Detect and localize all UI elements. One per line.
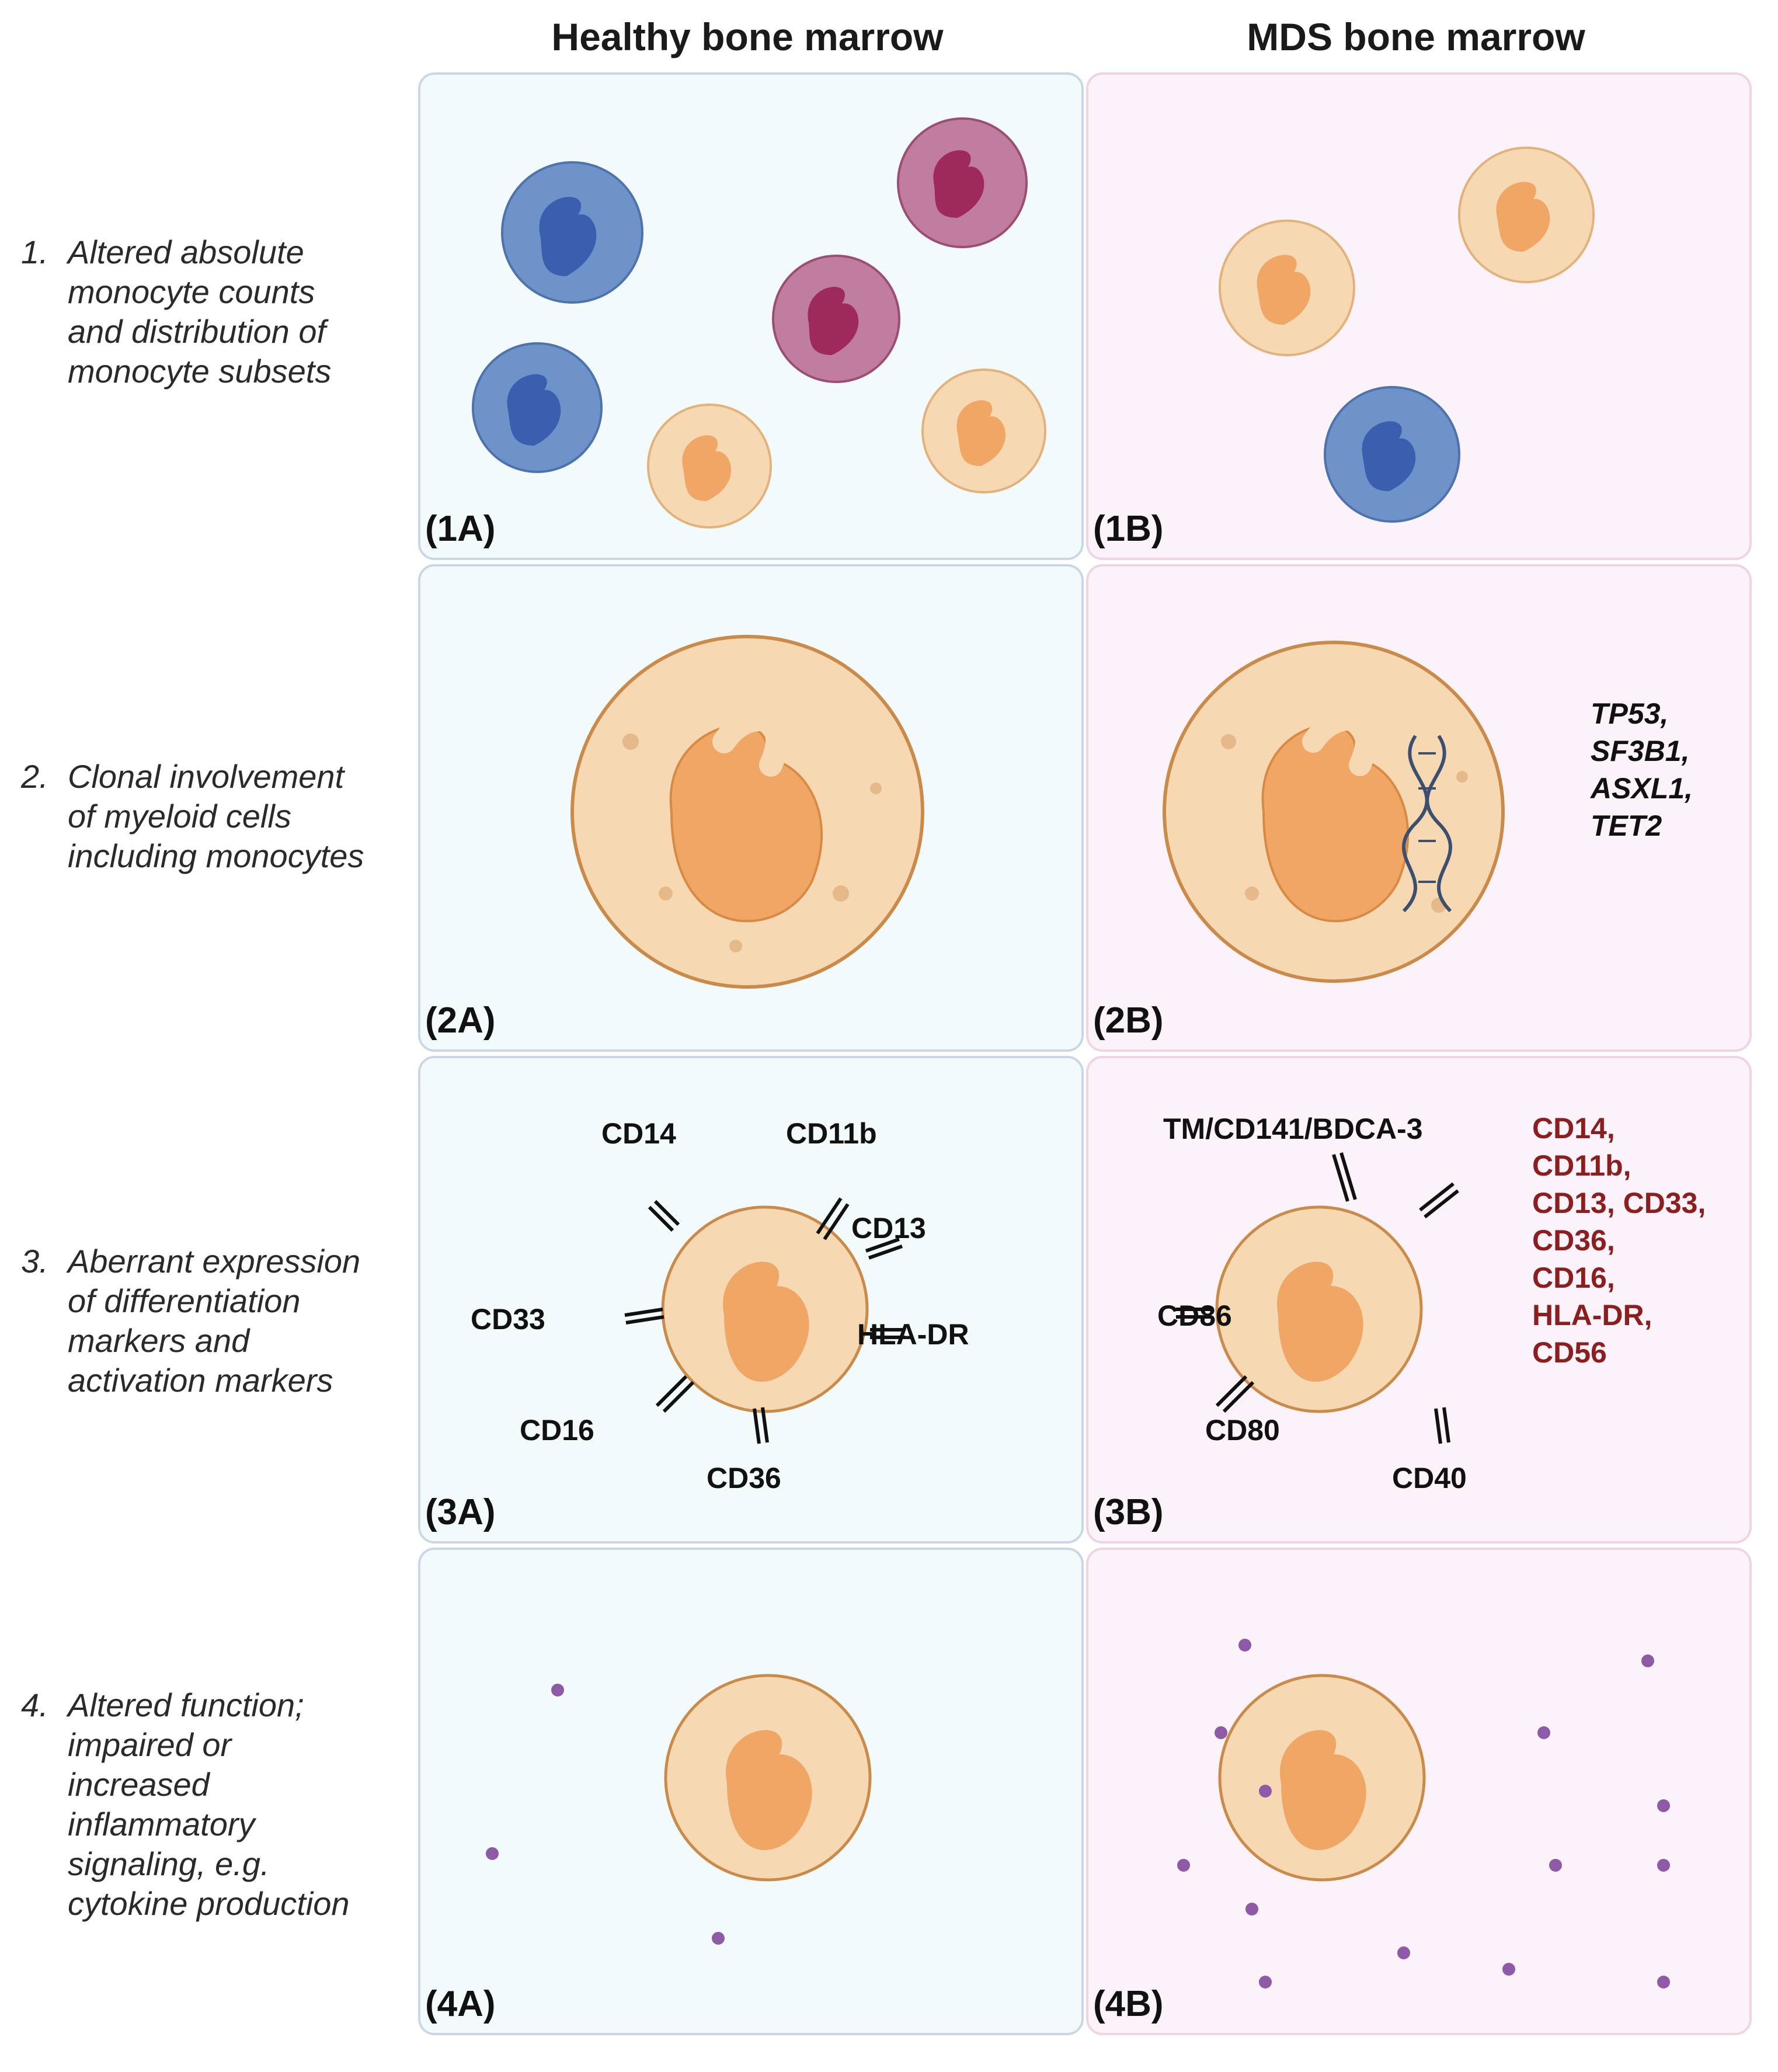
panel-3a-cells bbox=[624, 1197, 905, 1444]
panel-4b: (4B) bbox=[1086, 1548, 1752, 2035]
panel-4b-cells bbox=[1177, 1639, 1670, 1988]
mutated-genes: TP53, SF3B1, ASXL1, TET2 bbox=[1591, 697, 1693, 842]
panel-label: (3A) bbox=[425, 1492, 496, 1532]
dna-icon bbox=[1402, 735, 1452, 913]
classical-monocyte bbox=[1215, 1205, 1423, 1413]
intermediate-monocyte bbox=[897, 117, 1028, 248]
marker-cd86: CD86 bbox=[1157, 1299, 1232, 1332]
altered-markers-list: CD14, CD11b, CD13, CD33, CD36, CD16, HLA… bbox=[1532, 1112, 1706, 1369]
classical-monocyte bbox=[661, 1205, 869, 1413]
marker-cd14: CD14 bbox=[601, 1117, 676, 1150]
row-number: 1. bbox=[21, 234, 48, 270]
marker-cd13: CD13 bbox=[851, 1212, 926, 1244]
classical-monocyte bbox=[647, 404, 772, 529]
panel-3b: TM/CD141/BDCA-3 CD86 CD80 CD40 CD14, CD1… bbox=[1086, 1056, 1752, 1543]
row-label-4: 4. Altered function; impaired or increas… bbox=[21, 1687, 350, 1922]
marker-cd11b: CD11b bbox=[786, 1117, 877, 1150]
receptor-marks bbox=[1176, 1152, 1459, 1444]
panel-1a-cells bbox=[472, 117, 1046, 529]
nonclassical-monocyte bbox=[1324, 386, 1460, 523]
panel-2b: TP53, SF3B1, ASXL1, TET2 (2B) bbox=[1086, 564, 1752, 1052]
cytokine-dots bbox=[1177, 1639, 1670, 1988]
classical-monocyte bbox=[1218, 1674, 1426, 1882]
panel-label: (1B) bbox=[1093, 509, 1164, 549]
panel-label: (4A) bbox=[425, 1984, 496, 2024]
panel-4a: (4A) bbox=[418, 1548, 1084, 2035]
panel-2b-cells bbox=[1163, 641, 1505, 983]
row-label-1: 1. Altered absolute monocyte counts and … bbox=[21, 234, 332, 390]
row-number: 4. bbox=[21, 1687, 48, 1723]
row-label-2: 2. Clonal involvement of myeloid cells i… bbox=[21, 758, 364, 874]
marker-cd33: CD33 bbox=[471, 1303, 545, 1336]
panel-2a: (2A) bbox=[418, 564, 1084, 1052]
panel-label: (2A) bbox=[425, 1000, 496, 1041]
receptor-marks bbox=[624, 1197, 905, 1444]
panel-1a: (1A) bbox=[418, 72, 1084, 560]
marker-cd80: CD80 bbox=[1205, 1414, 1280, 1447]
panel-3b-cells bbox=[1176, 1152, 1459, 1444]
panel-1b: (1B) bbox=[1086, 72, 1752, 560]
classical-monocyte bbox=[664, 1674, 872, 1882]
marker-cd36: CD36 bbox=[707, 1462, 781, 1494]
marker-cd40: CD40 bbox=[1392, 1462, 1467, 1494]
panel-label: (3B) bbox=[1093, 1492, 1164, 1532]
panel-1b-cells bbox=[1219, 147, 1595, 523]
nonclassical-monocyte bbox=[472, 342, 603, 473]
panel-2a-cells bbox=[570, 635, 924, 989]
intermediate-monocyte bbox=[772, 255, 900, 383]
header-healthy: Healthy bone marrow bbox=[551, 15, 944, 58]
marker-tm-cd141: TM/CD141/BDCA-3 bbox=[1163, 1113, 1423, 1145]
marker-cd16: CD16 bbox=[520, 1414, 594, 1447]
panel-label: (4B) bbox=[1093, 1984, 1164, 2024]
classical-monocyte bbox=[921, 368, 1046, 493]
cytokine-dots bbox=[486, 1684, 725, 1945]
panel-label: (1A) bbox=[425, 509, 496, 549]
classical-monocyte-large bbox=[570, 635, 924, 989]
row-number: 3. bbox=[21, 1243, 48, 1280]
header-mds: MDS bone marrow bbox=[1247, 15, 1585, 58]
row-label-3: 3. Aberrant expression of differentiatio… bbox=[21, 1243, 361, 1399]
classical-monocyte bbox=[1458, 147, 1595, 283]
panel-label: (2B) bbox=[1093, 1000, 1164, 1041]
panel-3a: CD14 CD11b CD13 HLA-DR CD36 CD16 CD33 (3… bbox=[418, 1056, 1084, 1543]
panel-4a-cells bbox=[486, 1674, 872, 1945]
mutated-monocyte-large bbox=[1163, 641, 1505, 983]
marker-hla-dr: HLA-DR bbox=[857, 1318, 969, 1351]
classical-monocyte bbox=[1219, 220, 1355, 356]
nonclassical-monocyte bbox=[501, 161, 643, 304]
row-number: 2. bbox=[21, 758, 48, 795]
